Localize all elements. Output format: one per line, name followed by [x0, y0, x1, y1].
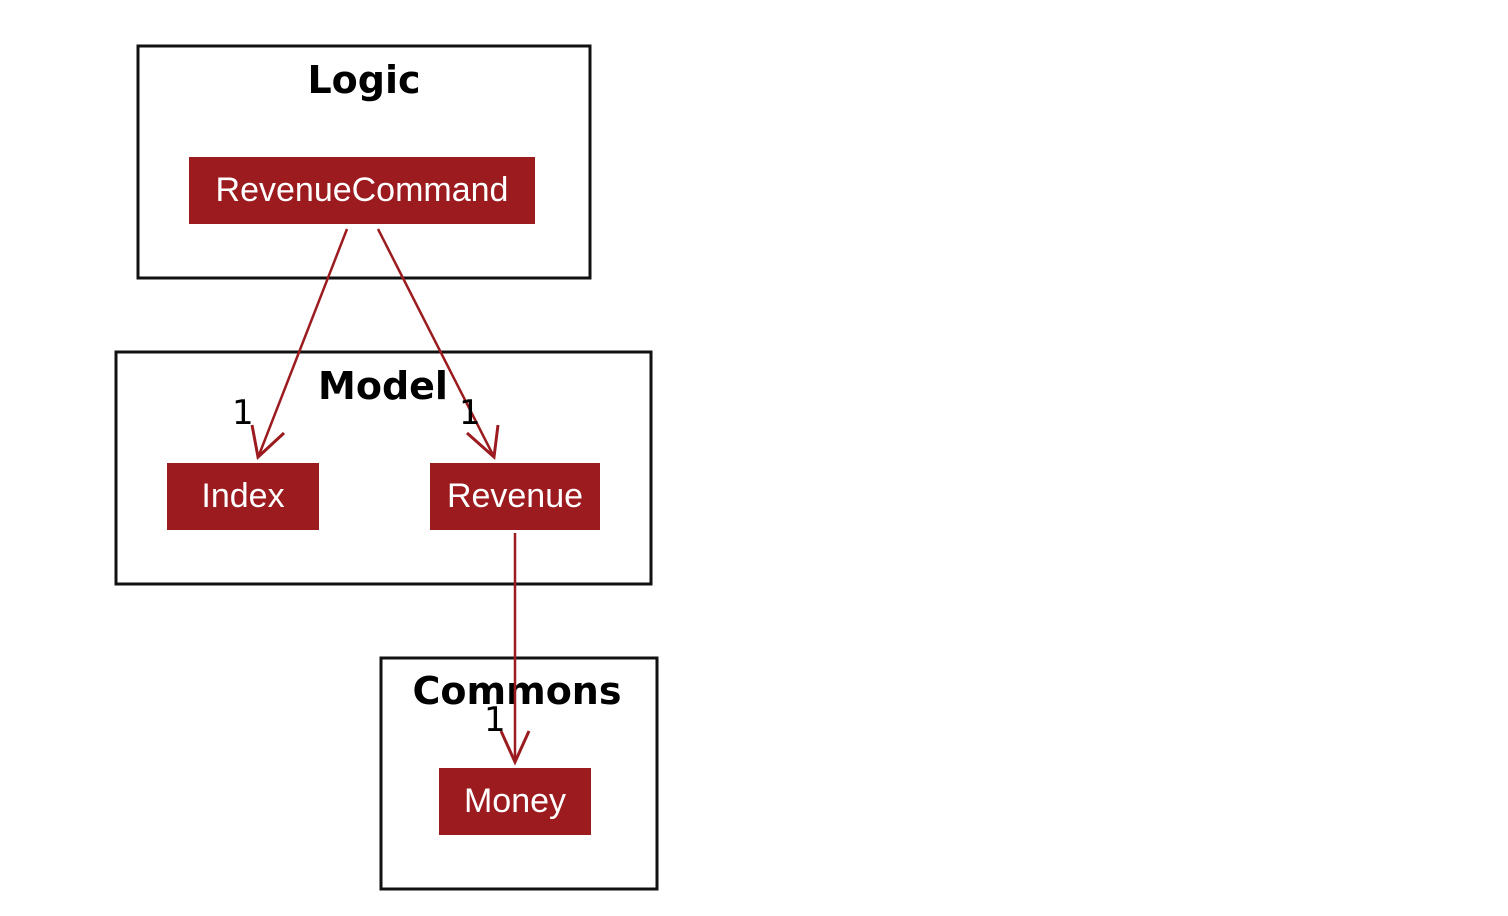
class-revenuecommand-box[interactable]	[189, 157, 535, 224]
class-money-label: Money	[464, 782, 566, 820]
multiplicity-label: 1	[484, 700, 506, 740]
class-money-box[interactable]	[439, 768, 591, 835]
arrowhead-icon	[499, 730, 531, 766]
class-revenue[interactable]: Revenue	[430, 463, 600, 530]
package-model: Model	[114, 350, 653, 586]
class-revenuecommand-label: RevenueCommand	[216, 171, 509, 209]
association-line	[257, 228, 349, 456]
association-revenuecommand-revenue: 1	[376, 228, 500, 461]
class-index-label: Index	[201, 477, 284, 515]
package-model-title: Model	[318, 364, 448, 408]
package-commons-title: Commons	[413, 669, 622, 713]
package-commons-frame	[379, 656, 659, 891]
package-logic-frame	[136, 44, 592, 280]
multiplicity-label: 1	[232, 393, 254, 433]
class-index-box[interactable]	[167, 463, 319, 530]
multiplicity-label: 1	[459, 393, 481, 433]
package-logic: Logic	[136, 44, 592, 280]
class-revenue-box[interactable]	[430, 463, 600, 530]
arrowhead-icon	[250, 424, 286, 460]
class-money[interactable]: Money	[439, 768, 591, 835]
package-model-frame	[114, 350, 653, 586]
association-revenue-money: 1	[484, 533, 531, 766]
arrowhead-icon	[466, 424, 500, 461]
association-revenuecommand-index: 1	[232, 228, 349, 460]
package-logic-title: Logic	[307, 58, 420, 102]
class-index[interactable]: Index	[167, 463, 319, 530]
class-revenue-label: Revenue	[447, 477, 583, 515]
package-commons: Commons	[379, 656, 659, 891]
association-line	[376, 228, 495, 456]
class-revenuecommand[interactable]: RevenueCommand	[189, 157, 535, 224]
